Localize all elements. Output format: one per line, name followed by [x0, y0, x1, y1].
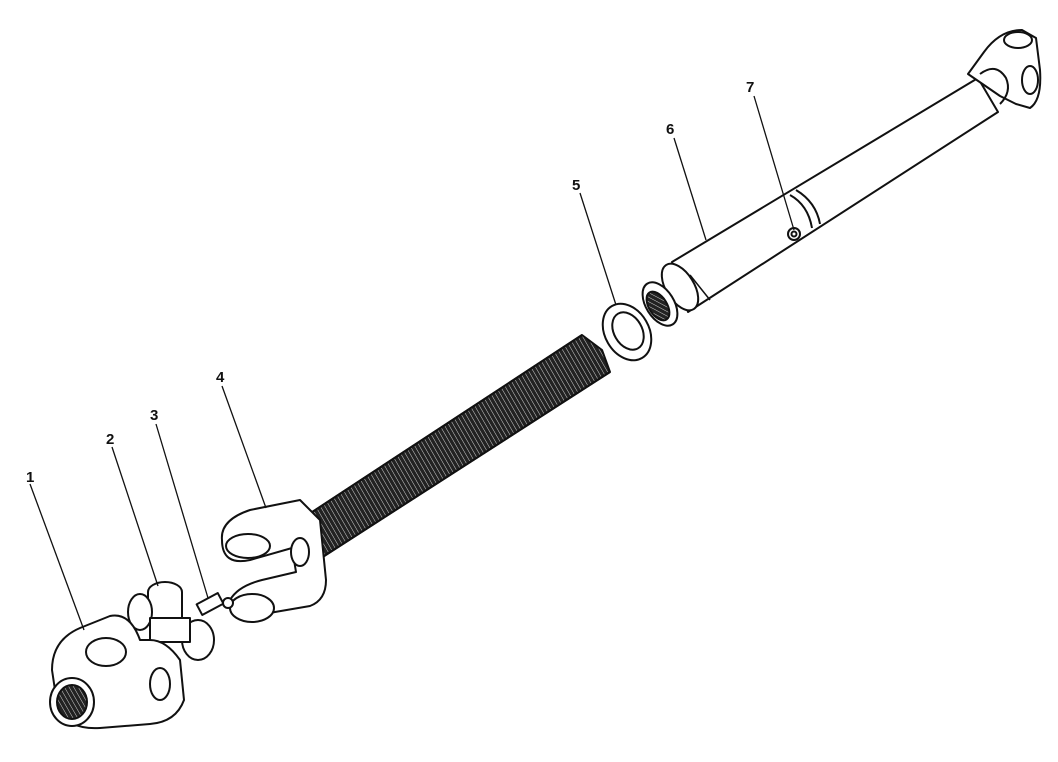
leader-6: [673, 137, 707, 241]
leader-4: [221, 385, 267, 509]
callout-2: 2: [106, 431, 114, 448]
leader-5: [579, 192, 617, 306]
leader-1: [29, 483, 85, 631]
leader-lines: [29, 95, 795, 631]
leader-3: [155, 423, 209, 599]
grease-fitting: [195, 592, 234, 616]
splined-shaft: [299, 334, 611, 561]
tube-collar: [641, 281, 679, 327]
slip-yoke: [220, 499, 327, 623]
end-yoke-right: [967, 29, 1042, 109]
callout-7: 7: [746, 79, 754, 96]
end-yoke-left: [49, 614, 185, 730]
callout-3: 3: [150, 407, 158, 424]
seal-ring: [601, 302, 653, 362]
journal-cross: [127, 581, 215, 661]
callout-4: 4: [216, 369, 225, 386]
callout-1: 1: [26, 469, 34, 486]
callout-5: 5: [572, 177, 580, 194]
slip-tube: [660, 77, 999, 313]
callout-6: 6: [666, 121, 674, 138]
leader-7: [753, 95, 795, 231]
leader-2: [111, 446, 159, 587]
